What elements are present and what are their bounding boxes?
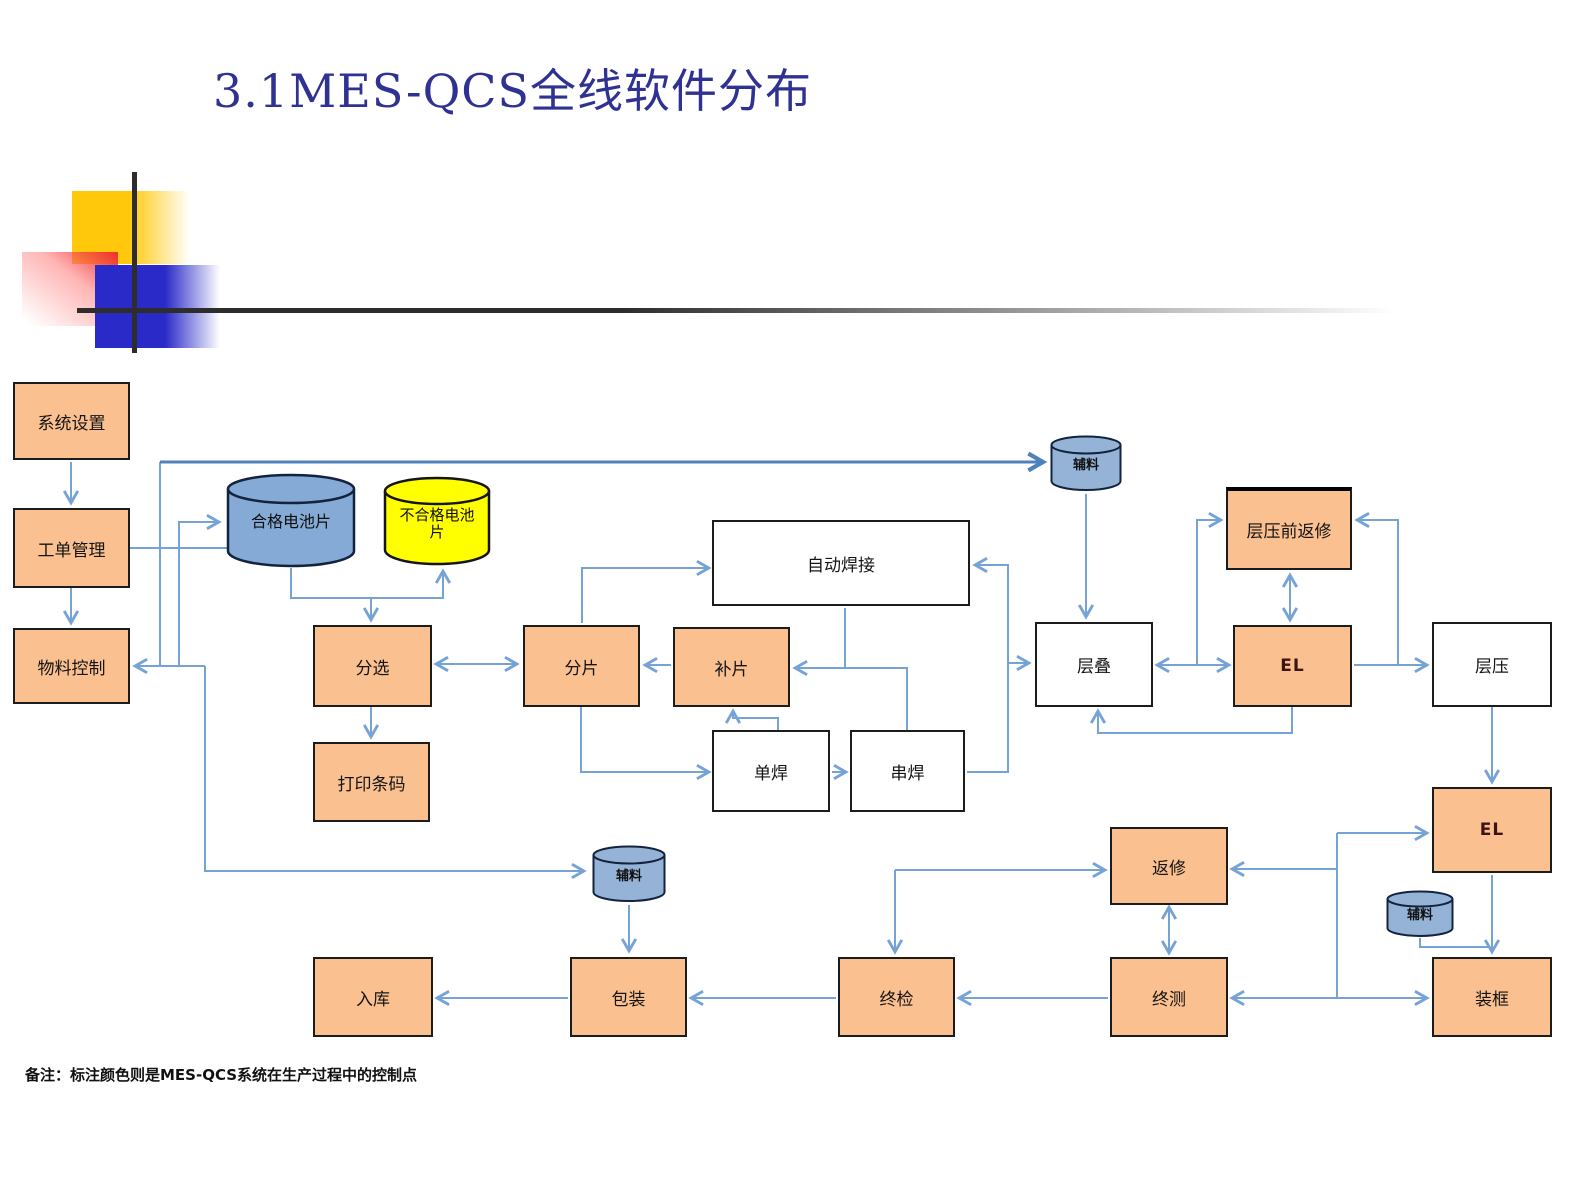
node-material-control: 物料控制 [13,628,130,704]
cylinder-aux-mid: 辅料 [592,845,666,903]
node-label: 包装 [611,989,646,1010]
cylinder-aux-right: 辅料 [1386,890,1454,937]
cylinder-qualified-cells: 合格电池片 [226,472,356,568]
node-label: 入库 [356,989,390,1010]
node-label: EL [1479,820,1505,840]
node-patching: 补片 [673,627,790,707]
node-sorting: 分选 [313,625,432,707]
node-label: EL [1280,656,1305,676]
footnote: 备注：标注颜色则是MES-QCS系统在生产过程中的控制点 [25,1066,418,1084]
node-system-setting: 系统设置 [13,382,130,460]
connector-stringweld-to-autoweld [967,556,1009,773]
connector-el-loop-to-stacking [1089,707,1293,734]
node-label: 层叠 [1077,657,1111,677]
connector-auxright-merge [1419,938,1488,948]
cylinder-shape [592,845,666,902]
node-rework: 返修 [1110,827,1228,905]
node-label: 打印条码 [337,774,406,795]
node-framing: 装框 [1432,957,1552,1037]
decor-blue-square [95,265,220,348]
node-label: 物料控制 [37,658,106,679]
node-single-welding: 单焊 [712,730,830,812]
connector-slicing-to-autoweld [581,559,712,623]
cylinder-label: 合格电池片 [250,512,331,531]
connector-stringweld-to-patching [792,659,908,730]
decor-horizontal-line [77,308,1437,313]
connector-slicing-to-singleweld [580,707,712,781]
cylinder-shape [1050,435,1122,491]
node-print-barcode: 打印条码 [313,742,430,822]
node-pre-lamination-rework: 层压前返修 [1226,487,1352,570]
node-label: 返修 [1152,858,1186,879]
connector-to-qualified-cells [178,513,222,666]
cylinder-label: 辅料 [1406,908,1433,923]
node-label: 单焊 [754,763,788,784]
connector-cells-to-unqualified [290,568,452,599]
connector-branch-to-prelam-right [1354,511,1399,665]
node-label: 装框 [1475,989,1509,1010]
cylinder-shape [226,473,356,568]
node-el-right: EL [1432,787,1552,873]
connector-to-aux-mid [204,666,587,880]
node-label: 终测 [1152,989,1186,1010]
node-work-order: 工单管理 [13,508,130,588]
decor-yellow-square [72,191,190,264]
node-warehousing: 入库 [313,957,433,1037]
node-final-inspection: 终检 [838,957,955,1037]
node-stacking: 层叠 [1035,622,1153,707]
cylinder-aux-top: 辅料 [1050,435,1122,492]
node-string-welding: 串焊 [850,730,965,812]
cylinder-label: 辅料 [615,868,642,884]
node-label: 串焊 [890,763,925,784]
node-label: 系统设置 [37,413,106,434]
page-title: 3.1MES-QCS全线软件分布 [213,64,812,118]
cylinder-unqualified-cells: 不合格电池片 [383,476,491,566]
node-label: 补片 [714,659,749,680]
node-label: 层压 [1475,657,1509,677]
cylinder-label: 不合格电池片 [399,505,475,541]
connector-branch-to-prelam-left [1196,511,1224,665]
node-lamination: 层压 [1432,622,1552,707]
node-label: 工单管理 [37,540,106,561]
connector-singleweld-to-patching [724,708,779,730]
node-label: 分选 [355,658,390,679]
node-packing: 包装 [570,957,687,1037]
decor-vertical-line [132,172,137,353]
cylinder-shape [1386,890,1454,937]
node-label: 层压前返修 [1246,522,1332,542]
cylinder-shape [383,476,491,566]
node-label: 自动焊接 [807,555,875,576]
node-final-test: 终测 [1110,957,1228,1037]
node-el-mid: EL [1233,625,1352,707]
node-label: 分片 [564,658,599,679]
cylinder-label: 辅料 [1072,458,1099,473]
node-label: 终检 [879,989,914,1010]
node-slicing: 分片 [523,625,640,707]
node-auto-welding: 自动焊接 [712,520,970,606]
